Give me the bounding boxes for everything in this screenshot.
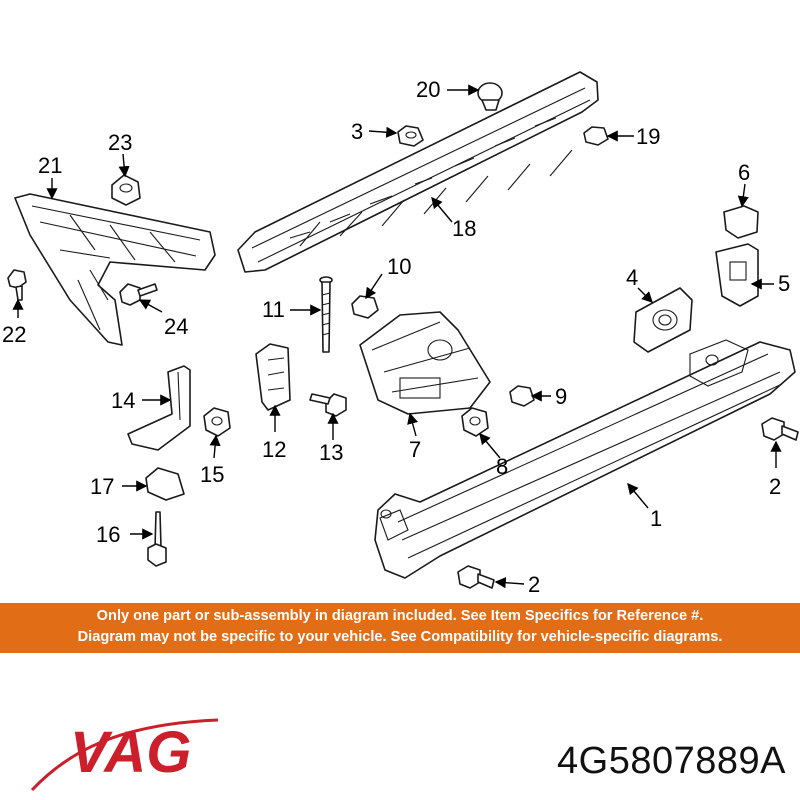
callout-14: 14	[111, 388, 135, 413]
callout-1: 1	[650, 506, 662, 531]
callout-4: 4	[626, 265, 638, 290]
stud-part-16	[147, 511, 167, 567]
logo-swoosh	[30, 718, 219, 792]
callout-23: 23	[108, 130, 132, 155]
callout-10: 10	[387, 254, 411, 279]
mount-bracket-part-7	[359, 311, 491, 415]
screw-part-22	[7, 269, 27, 301]
long-bolt-part-11	[319, 276, 333, 353]
disclaimer-line-1: Only one part or sub-assembly in diagram…	[96, 608, 704, 624]
callout-2-bottom: 2	[528, 572, 540, 597]
disclaimer-line-2: Diagram may not be specific to your vehi…	[77, 629, 723, 645]
bracket-part-14	[127, 365, 191, 451]
callout-20: 20	[416, 77, 440, 102]
plate-part-5	[715, 243, 759, 307]
sensor-bracket-part-4	[633, 287, 693, 353]
callout-24: 24	[164, 314, 188, 339]
callout-11: 11	[262, 297, 285, 322]
callout-21: 21	[38, 153, 62, 178]
callout-9: 9	[555, 384, 567, 409]
vag-logo: VAG	[30, 718, 219, 792]
callout-17: 17	[90, 474, 114, 499]
bolt-part-24	[119, 283, 158, 306]
push-clip-part-19	[583, 126, 609, 146]
nut-part-15	[203, 407, 231, 437]
callout-3: 3	[351, 119, 363, 144]
callout-2-right: 2	[769, 474, 781, 499]
upper-absorber-part-18	[237, 71, 599, 273]
clip-nut-part-17	[145, 467, 185, 501]
callout-7: 7	[409, 437, 421, 462]
callout-labels: 20 3 19 23 21 6 18 22 24 10 11 4 5 14 12…	[2, 77, 790, 597]
bolt-part-13	[309, 393, 347, 417]
part-number: 4G5807889A	[557, 740, 786, 782]
push-clip-part-20	[477, 82, 503, 111]
callout-8: 8	[496, 454, 508, 479]
callout-12: 12	[262, 437, 286, 462]
disclaimer-banner: Only one part or sub-assembly in diagram…	[0, 603, 800, 653]
callout-6: 6	[738, 160, 750, 185]
nut-part-8	[461, 407, 489, 437]
push-clip-part-3	[397, 125, 424, 147]
bracket-part-12	[255, 343, 291, 411]
push-clip-part-9	[509, 385, 535, 407]
clip-part-23	[111, 174, 141, 206]
bolt-part-2-right	[761, 417, 799, 441]
callout-22: 22	[2, 322, 26, 347]
callout-16: 16	[96, 522, 120, 547]
leader-lines	[12, 84, 782, 589]
clip-part-10	[351, 295, 379, 319]
callout-13: 13	[319, 440, 343, 465]
callout-19: 19	[636, 124, 660, 149]
callout-18: 18	[452, 216, 476, 241]
callout-5: 5	[778, 271, 790, 296]
bumper-beam-part-1	[374, 339, 796, 579]
brand-name: VAG	[70, 720, 191, 785]
parts-diagram: 20 3 19 23 21 6 18 22 24 10 11 4 5 14 12…	[2, 71, 799, 597]
bolt-part-2-bottom	[457, 565, 495, 589]
callout-15: 15	[200, 462, 224, 487]
side-bracket-part-21	[14, 193, 216, 346]
clip-part-6	[723, 205, 759, 239]
